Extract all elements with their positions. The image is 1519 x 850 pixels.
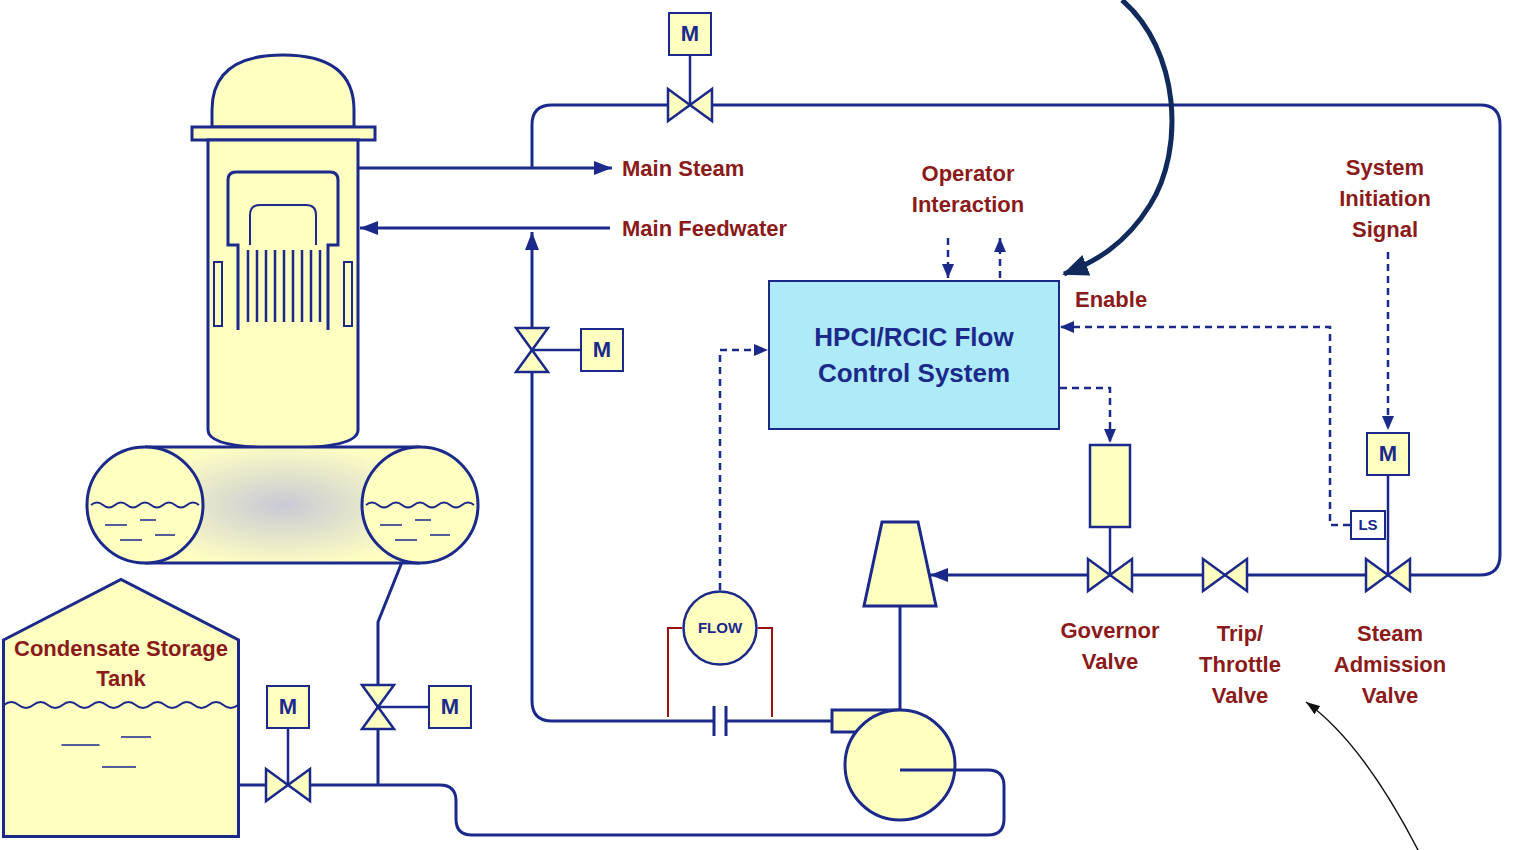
turbine-shaft [899, 605, 902, 710]
pump-turbine [228, 522, 1004, 835]
torus-section [362, 447, 478, 563]
node-text: HPCI/RCIC Flow Control System [788, 319, 1040, 391]
jet-pump [214, 262, 222, 326]
line-label: Main Feedwater [622, 213, 787, 244]
node-text: M [681, 21, 699, 47]
control-system-box: HPCI/RCIC Flow Control System [768, 280, 1060, 430]
jet-pump [344, 262, 352, 326]
governor-valve [1088, 559, 1132, 591]
valve-label: Trip/ Throttle Valve [1185, 618, 1295, 711]
tank-outline [2, 578, 240, 838]
tank-water-marks [62, 737, 152, 767]
pump-suction-line [228, 770, 1004, 835]
governor-actuator [1090, 445, 1130, 527]
gate-valve [266, 769, 310, 801]
steam-admission-valve [1366, 559, 1410, 591]
vessel-body [208, 140, 358, 448]
tank-outline [4, 580, 239, 837]
signal-label: System Initiation Signal [1320, 152, 1450, 245]
pool-water-surface [91, 503, 199, 508]
signal-label: Operator Interaction [893, 158, 1043, 220]
signal-connector [720, 350, 768, 590]
tank-water-surface [4, 702, 238, 708]
vessel-dome [212, 55, 354, 127]
limit-switch-box: LS [1350, 510, 1386, 540]
node-text: M [441, 694, 459, 720]
node-text: FLOW [698, 619, 742, 637]
turbine [864, 522, 936, 606]
gate-valve [516, 328, 548, 372]
fuel-channels [248, 250, 320, 322]
callout-arrow [1064, 0, 1172, 274]
gate-valve [668, 89, 712, 121]
motor-operator-box: M [1366, 432, 1410, 476]
node-text: LS [1358, 516, 1377, 534]
pump-casing [845, 710, 955, 820]
line-label: Main Steam [622, 153, 744, 184]
signal-connector [1060, 327, 1350, 525]
node-text: Condensate Storage Tank [2, 634, 240, 694]
callout-arrow [1306, 702, 1418, 850]
pool-water-marks [105, 520, 450, 540]
valve-stem [288, 56, 1388, 785]
suppression-pool [87, 447, 478, 563]
node-text: M [1379, 441, 1397, 467]
pool-suction-line [378, 562, 402, 785]
node-text: M [279, 694, 297, 720]
core-shroud [228, 172, 338, 330]
motor-operator-box: M [266, 685, 310, 729]
initiation-signal [1387, 252, 1390, 430]
operator-output [999, 238, 1002, 278]
valve-label: Governor Valve [1055, 615, 1165, 677]
operator-input [947, 238, 950, 278]
motor-operator-box: M [580, 328, 624, 372]
turbine-steam-supply [532, 105, 1500, 575]
orifice-plate [714, 706, 726, 736]
motor-operator-box: M [428, 685, 472, 729]
storage-tank: Condensate Storage Tank [2, 578, 240, 838]
torus-section [87, 447, 203, 563]
main-steam-line [358, 167, 612, 170]
steam-separators [250, 205, 316, 245]
gate-valve [362, 685, 394, 729]
connector-label: Enable [1075, 284, 1147, 315]
node-text: M [593, 337, 611, 363]
valve-label: Steam Admission Valve [1330, 618, 1450, 711]
piping [288, 56, 1500, 785]
governor-demand [1060, 388, 1110, 443]
main-feedwater-line [360, 227, 610, 230]
trip-throttle-valve [1203, 559, 1247, 591]
circle-outline [684, 592, 757, 665]
flow-transmitter-circle: FLOW [682, 590, 758, 666]
valves [266, 89, 1410, 801]
pool-water-surface [366, 503, 474, 508]
orifice-gap [715, 716, 725, 726]
reactor-vessel [192, 55, 375, 448]
motor-operator-box: M [668, 12, 712, 56]
vessel-flange [192, 127, 375, 140]
